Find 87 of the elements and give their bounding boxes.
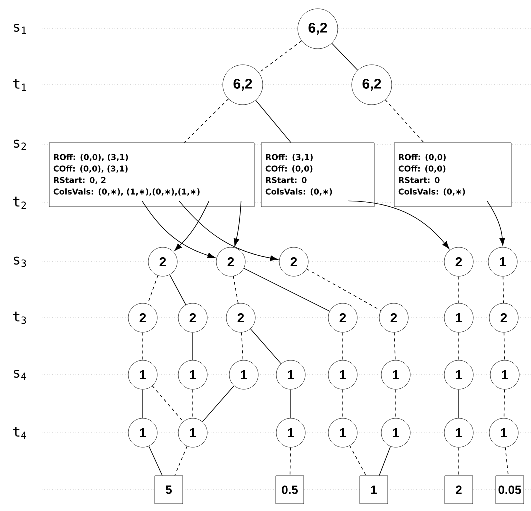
tree-node: 1 — [381, 360, 411, 390]
info-box: ROff: (0,0), (3,1) COff: (0,0), (3,1) RStart: 0, 2 ColsVals: (0,∗), (1,∗),(0,∗),(1,∗) — [49, 142, 255, 208]
tree-node: 6,2 — [352, 64, 392, 106]
tree-node: 1 — [444, 360, 474, 390]
tree-edge — [256, 100, 292, 144]
tree-edge — [202, 386, 235, 422]
tree-edge — [342, 332, 344, 361]
arrow — [142, 200, 216, 258]
leaf-box: 0.5 — [276, 476, 304, 504]
row-label: t$_{2}$ — [13, 196, 26, 210]
tree-node: 1 — [229, 360, 259, 390]
tree-node: 1 — [276, 418, 306, 448]
tree-node: 2 — [178, 303, 208, 333]
tree-edge — [170, 274, 186, 306]
leaf-box: 2 — [444, 476, 474, 504]
tree-edge — [504, 332, 506, 361]
tree-edge — [505, 447, 509, 476]
row-label: t$_{1}$ — [13, 78, 26, 91]
tree-node: 2 — [279, 247, 309, 277]
row-label: t$_{3}$ — [13, 312, 26, 324]
arrow — [234, 200, 242, 247]
tree-node: 1 — [276, 360, 306, 390]
tree-edge — [148, 446, 163, 476]
tree-edge — [379, 446, 392, 476]
arrow — [486, 200, 506, 246]
tree-node: 2 — [226, 303, 256, 333]
tree-node: 1 — [128, 360, 158, 390]
row-label: s$_{4}$ — [14, 370, 26, 380]
tree-edge — [142, 389, 144, 419]
tree-edge — [458, 389, 460, 419]
tree-edge — [142, 332, 144, 361]
tree-edge — [502, 276, 504, 304]
tree-edge — [152, 386, 184, 422]
tree-node: 2 — [216, 247, 246, 277]
tree-edge — [233, 276, 239, 304]
tree-edge — [258, 40, 302, 74]
tree-edge — [192, 389, 194, 419]
tree-edge — [332, 43, 358, 71]
tree-node: 1 — [444, 303, 474, 333]
tree-node: 2 — [444, 247, 474, 277]
tree-edge — [458, 276, 460, 304]
info-box: ROff: (3,1) COff: (0,0) RStart: 0 ColsVals: (0,∗) — [261, 142, 375, 208]
tree-node: 6,2 — [222, 64, 264, 106]
tree-edge — [342, 389, 344, 419]
leaf-box: 5 — [154, 476, 184, 504]
arrow — [178, 200, 278, 262]
tree-node: 1 — [328, 360, 358, 390]
tree-edge — [290, 447, 292, 476]
tree-edge — [148, 275, 158, 304]
row-label: t$_{4}$ — [13, 426, 26, 439]
row-label: s$_{2}$ — [14, 140, 26, 150]
tree-node: 1 — [178, 360, 208, 390]
tree-node: 1 — [488, 247, 518, 277]
tree-edge — [192, 332, 194, 361]
tree-node: 1 — [128, 418, 158, 448]
tree-edge — [385, 100, 424, 144]
tree-edge — [184, 98, 229, 144]
arrow — [348, 200, 450, 250]
tree-edge — [290, 389, 292, 419]
tree-node: 1 — [489, 418, 519, 448]
tree-node: 6,2 — [298, 8, 338, 50]
info-box: ROff: (0,0) COff: (0,0) RStart: 0 ColsVals: (0,∗) — [394, 142, 512, 208]
leaf-box: 1 — [360, 476, 388, 504]
tree-node: 2 — [328, 303, 358, 333]
row-label: s$_{1}$ — [14, 24, 26, 34]
tree-node: 2 — [148, 247, 178, 277]
tree-node: 2 — [379, 303, 409, 333]
tree-edge — [394, 332, 396, 361]
tree-edge — [350, 446, 367, 476]
tree-node: 1 — [490, 360, 520, 390]
tree-edge — [306, 268, 382, 312]
tree-edge — [241, 332, 244, 361]
tree-node: 2 — [489, 303, 519, 333]
row-label: s$_{3}$ — [14, 256, 26, 268]
tree-edge — [458, 447, 460, 476]
leaf-box: 0.05 — [496, 476, 524, 504]
tree-node: 1 — [381, 418, 411, 448]
tree-edge — [458, 332, 460, 361]
tree-node: 1 — [328, 418, 358, 448]
tree-edge — [250, 328, 282, 364]
arrow — [174, 200, 210, 252]
tree-edge — [174, 446, 188, 476]
tree-node: 1 — [444, 418, 474, 448]
tree-edge — [504, 389, 506, 419]
tree-edge — [244, 268, 330, 312]
tree-node: 2 — [128, 303, 158, 333]
tree-node: 1 — [178, 418, 208, 448]
